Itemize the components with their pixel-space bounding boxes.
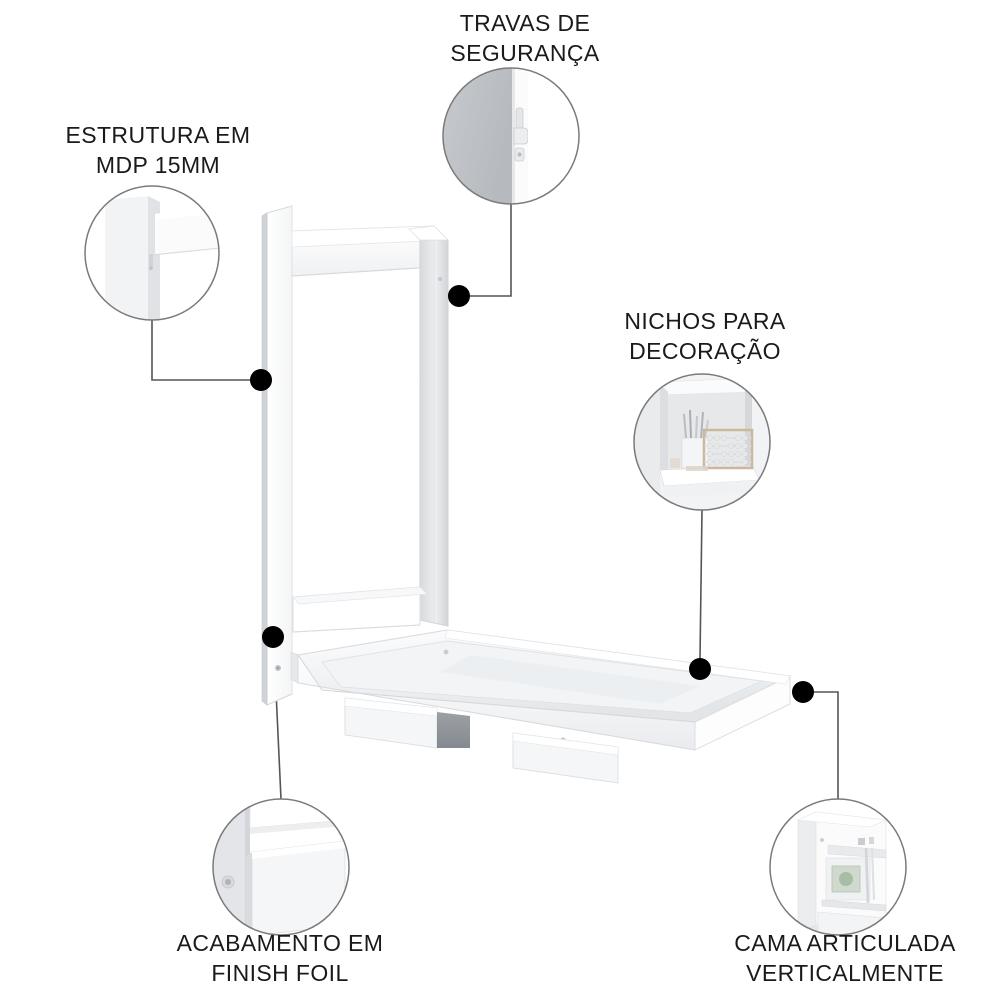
anchor-dots (250, 285, 814, 703)
leader-travas (470, 204, 512, 297)
callout-circle-travas (442, 67, 580, 205)
under-bed-shadow (437, 712, 470, 748)
leader-estrutura (151, 320, 250, 381)
top-header-panel (291, 225, 449, 277)
anchor-dot-travas (448, 285, 470, 307)
leader-cama (814, 691, 839, 799)
bed-support-leg-right (512, 732, 619, 784)
right-vertical-panel (408, 225, 449, 627)
leader-nichos (699, 509, 703, 659)
anchor-dot-nichos (689, 658, 711, 680)
bed-support-leg-left (344, 697, 438, 749)
anchor-dot-estrutura (250, 369, 272, 391)
abacus (702, 428, 754, 470)
left-vertical-panel (261, 205, 293, 706)
product-body (261, 205, 792, 784)
callout-circle-acabamento (212, 798, 350, 936)
callout-circle-estrutura (84, 185, 220, 321)
bed-platform (290, 629, 792, 751)
callout-circle-cama (769, 798, 907, 936)
anchor-dot-cama (792, 681, 814, 703)
anchor-dot-acabamento (262, 626, 284, 648)
headboard-rail (292, 586, 428, 633)
callout-circle-nichos (633, 373, 771, 511)
